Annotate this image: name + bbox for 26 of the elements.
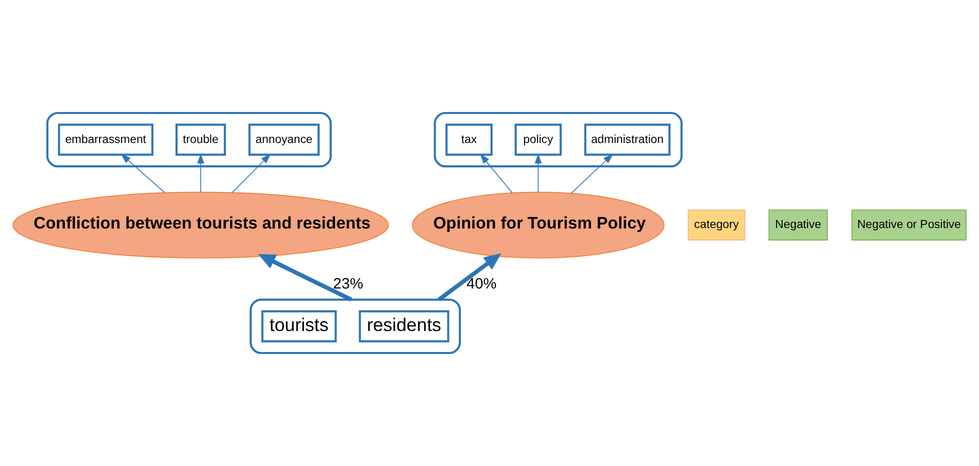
node-box: Negative	[768, 210, 828, 240]
cluster	[250, 298, 461, 354]
node-box: embarrassment	[58, 124, 154, 156]
node-box: Negative or Positive	[852, 210, 967, 240]
arrow	[480, 154, 513, 194]
arrow	[197, 153, 204, 193]
node-box: residents	[358, 310, 450, 342]
cluster	[46, 112, 332, 168]
node-box: tax	[446, 124, 493, 156]
arrow	[232, 154, 271, 193]
edge-label: 40%	[466, 275, 497, 292]
node-box: category	[688, 210, 746, 240]
arrow	[534, 153, 542, 193]
arrow	[258, 254, 352, 302]
arrow	[120, 154, 166, 193]
node-ellipse: Opinion for Tourism Policy	[412, 192, 664, 258]
node-box: policy	[514, 124, 562, 156]
node-ellipse: Confliction between tourists and residents	[12, 192, 389, 258]
arrow	[570, 154, 614, 194]
arrow	[438, 253, 502, 302]
node-box: annoyance	[248, 124, 320, 156]
node-box: tourists	[261, 310, 337, 342]
node-box: administration	[584, 124, 670, 156]
node-box: trouble	[176, 124, 226, 156]
edge-label: 23%	[333, 275, 364, 292]
cluster	[434, 112, 683, 168]
